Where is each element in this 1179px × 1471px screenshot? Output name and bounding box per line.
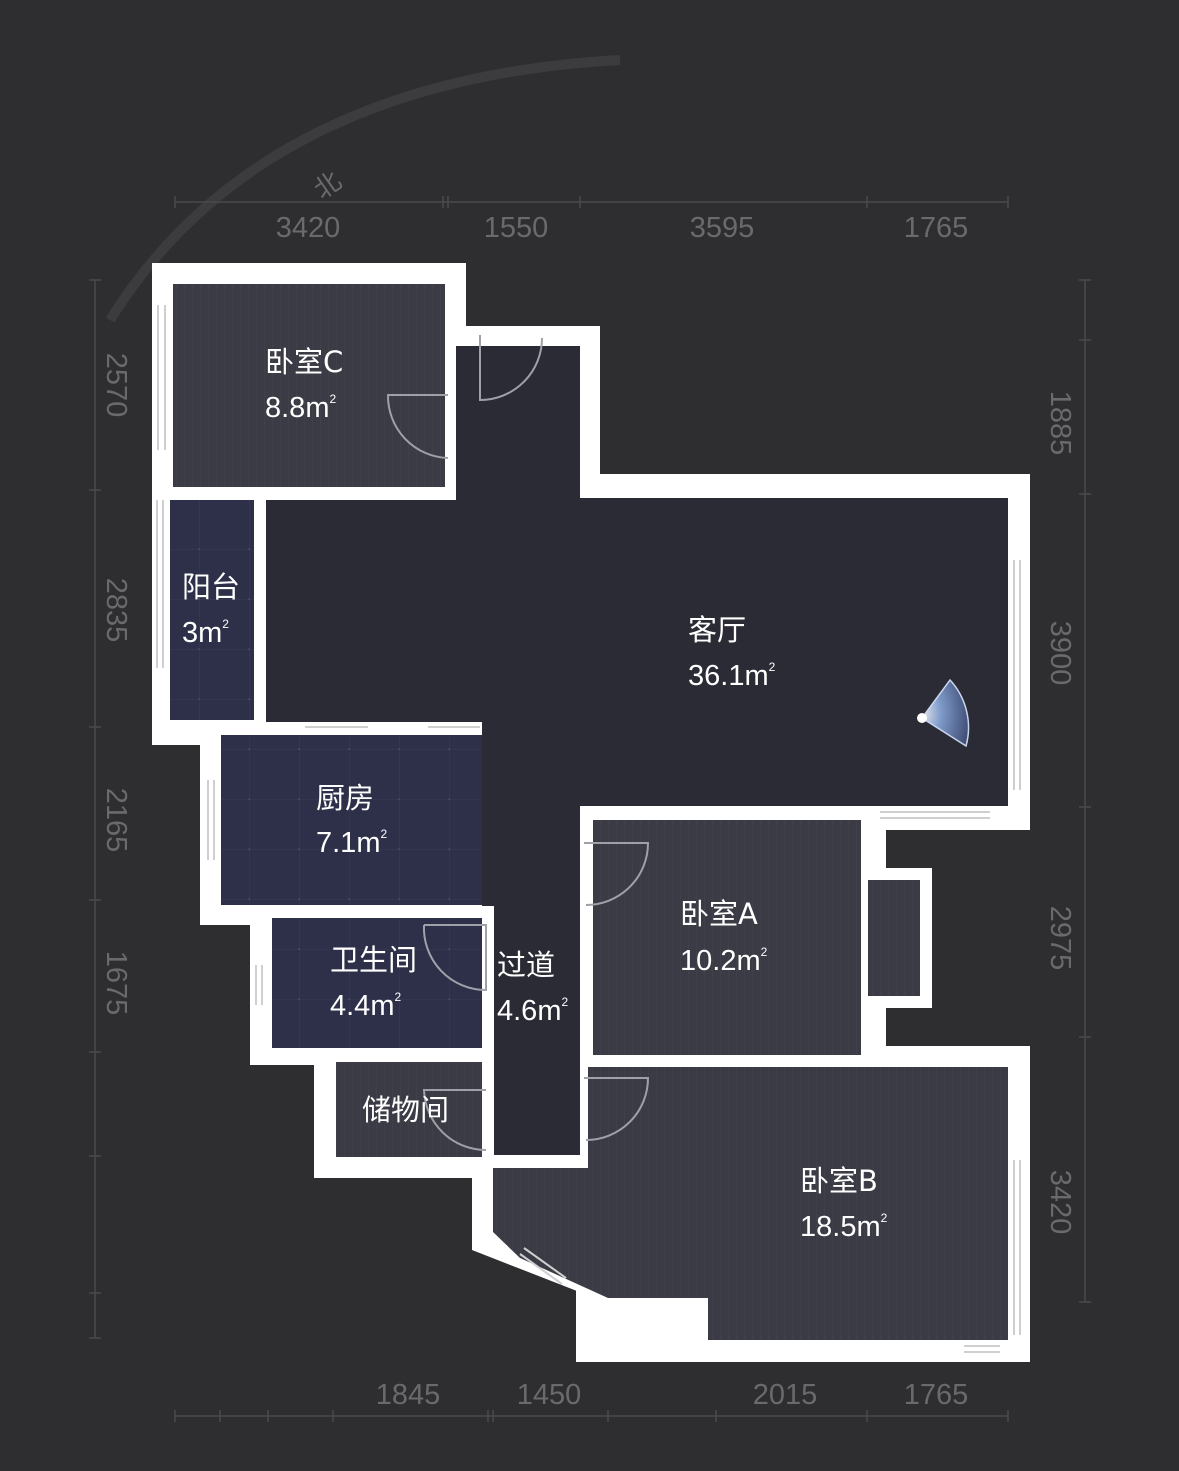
dim-right-2: 3900 [1044,621,1076,686]
bedroom-c-name: 卧室C [265,345,343,379]
dim-top-3: 3595 [690,212,755,244]
balcony-name: 阳台 [182,570,240,604]
bedroom-b-area: 18.5m2 [800,1211,888,1243]
bedroom-c-area: 8.8m2 [265,392,336,424]
bedroom-b-name: 卧室B [800,1164,878,1198]
dim-right-1: 1885 [1044,391,1076,456]
dim-right-4: 3420 [1044,1170,1076,1235]
dim-left-1: 2570 [100,353,132,418]
hallway-area: 4.6m2 [497,995,568,1027]
room-kitchen[interactable] [221,735,482,905]
dim-bottom-3: 2015 [753,1379,818,1411]
camera-position-dot[interactable] [917,713,927,723]
dim-top-1: 3420 [276,212,341,244]
living-room-area: 36.1m2 [688,660,776,692]
dim-top-2: 1550 [484,212,549,244]
bedroom-a-name: 卧室A [680,897,758,931]
dim-bottom-1: 1845 [376,1379,441,1411]
dim-left-4: 1675 [100,951,132,1016]
living-room-name: 客厅 [688,613,746,647]
balcony-area: 3m2 [182,617,229,649]
dim-left-2: 2835 [100,578,132,643]
dim-top-4: 1765 [904,212,969,244]
north-label: 北 [309,166,348,205]
room-balcony[interactable] [170,500,254,720]
kitchen-name: 厨房 [316,781,374,815]
storage-name: 储物间 [362,1093,449,1127]
dim-right-3: 2975 [1044,906,1076,971]
dim-bottom-2: 1450 [517,1379,582,1411]
room-bedroom-c[interactable] [173,284,445,487]
room-bedroom-b[interactable] [493,1067,1008,1340]
bathroom-name: 卫生间 [330,943,417,977]
camera-view-cone-icon[interactable] [920,678,970,748]
room-bedroom-a[interactable] [593,820,861,1055]
kitchen-area: 7.1m2 [316,827,387,859]
room-bathroom[interactable] [272,918,482,1048]
room-living[interactable] [266,346,1008,1155]
room-storage[interactable] [336,1062,482,1157]
doors [386,335,650,1151]
windows [156,305,1021,1353]
bathroom-area: 4.4m2 [330,990,401,1022]
hallway-name: 过道 [497,948,555,982]
dim-left-3: 2165 [100,788,132,853]
compass-arc [105,55,621,323]
dim-bottom-4: 1765 [904,1379,969,1411]
dimension-lines [89,196,1091,1422]
bedroom-a-area: 10.2m2 [680,945,768,977]
